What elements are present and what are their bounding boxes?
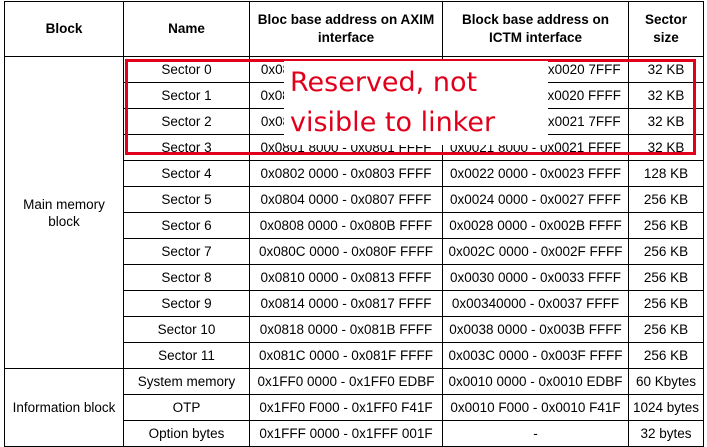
sector-name: Sector 4: [123, 160, 250, 187]
sector-size: 256 KB: [628, 316, 704, 343]
sector-size: 256 KB: [628, 290, 704, 317]
ictm-address: 0x0024 0000 - 0x0027 FFFF: [442, 186, 629, 213]
axim-address: 0x0818 0000 - 0x081B FFFF: [249, 316, 443, 343]
axim-address: 0x0810 0000 - 0x0813 FFFF: [249, 264, 443, 291]
sector-name: Sector 10: [123, 316, 250, 343]
ictm-address: -: [442, 420, 629, 447]
sector-name: Sector 5: [123, 186, 250, 213]
sector-size: 32 KB: [628, 134, 704, 161]
sector-name: Sector 0: [123, 56, 250, 83]
sector-size: 256 KB: [628, 342, 704, 369]
ictm-address: 0x00340000 - 0x0037 FFFF: [442, 290, 629, 317]
table-header-row: Block Name Bloc base address on AXIM int…: [4, 1, 704, 57]
axim-address: 0x0808 0000 - 0x080B FFFF: [249, 212, 443, 239]
ictm-address: 0x0028 0000 - 0x002B FFFF: [442, 212, 629, 239]
sector-name: Sector 6: [123, 212, 250, 239]
header-name: Name: [123, 1, 250, 57]
sector-size: 32 KB: [628, 56, 704, 83]
axim-address: 0x1FF0 0000 - 0x1FF0 EDBF: [249, 368, 443, 395]
reserved-annotation: Reserved, not visible to linker: [284, 61, 548, 145]
ictm-address: 0x0038 0000 - 0x003B FFFF: [442, 316, 629, 343]
ictm-address: 0x0010 F000 - 0x0010 F41F: [442, 394, 629, 421]
ictm-address: 0x0030 0000 - 0x0033 FFFF: [442, 264, 629, 291]
sector-size: 128 KB: [628, 160, 704, 187]
sector-name: Sector 2: [123, 108, 250, 135]
information-block-label: Information block: [4, 368, 124, 447]
sector-size: 32 KB: [628, 108, 704, 135]
sector-name: Sector 11: [123, 342, 250, 369]
sector-name: Sector 8: [123, 264, 250, 291]
header-block: Block: [4, 1, 124, 57]
axim-address: 0x1FFF 0000 - 0x1FFF 001F: [249, 420, 443, 447]
sector-size: 256 KB: [628, 264, 704, 291]
sector-name: System memory: [123, 368, 250, 395]
ictm-address: 0x0010 0000 - 0x0010 EDBF: [442, 368, 629, 395]
axim-address: 0x1FF0 F000 - 0x1FF0 F41F: [249, 394, 443, 421]
sector-name: OTP: [123, 394, 250, 421]
sector-size: 1024 bytes: [628, 394, 704, 421]
ictm-address: 0x002C 0000 - 0x002F FFFF: [442, 238, 629, 265]
sector-name: Sector 9: [123, 290, 250, 317]
axim-address: 0x0814 0000 - 0x0817 FFFF: [249, 290, 443, 317]
sector-size: 60 Kbytes: [628, 368, 704, 395]
ictm-address: 0x003C 0000 - 0x003F FFFF: [442, 342, 629, 369]
sector-name: Sector 1: [123, 82, 250, 109]
sector-size: 256 KB: [628, 186, 704, 213]
sector-name: Option bytes: [123, 420, 250, 447]
axim-address: 0x080C 0000 - 0x080F FFFF: [249, 238, 443, 265]
header-axim-address: Bloc base address on AXIM interface: [249, 1, 443, 57]
sector-size: 256 KB: [628, 238, 704, 265]
ictm-address: 0x0022 0000 - 0x0023 FFFF: [442, 160, 629, 187]
main-memory-block-label: Main memory block: [4, 56, 124, 369]
sector-name: Sector 7: [123, 238, 250, 265]
sector-name: Sector 3: [123, 134, 250, 161]
header-ictm-address: Block base address on ICTM interface: [442, 1, 629, 57]
axim-address: 0x0802 0000 - 0x0803 FFFF: [249, 160, 443, 187]
header-sector-size: Sector size: [628, 1, 704, 57]
sector-size: 32 bytes: [628, 420, 704, 447]
axim-address: 0x081C 0000 - 0x081F FFFF: [249, 342, 443, 369]
sector-size: 256 KB: [628, 212, 704, 239]
sector-size: 32 KB: [628, 82, 704, 109]
axim-address: 0x0804 0000 - 0x0807 FFFF: [249, 186, 443, 213]
